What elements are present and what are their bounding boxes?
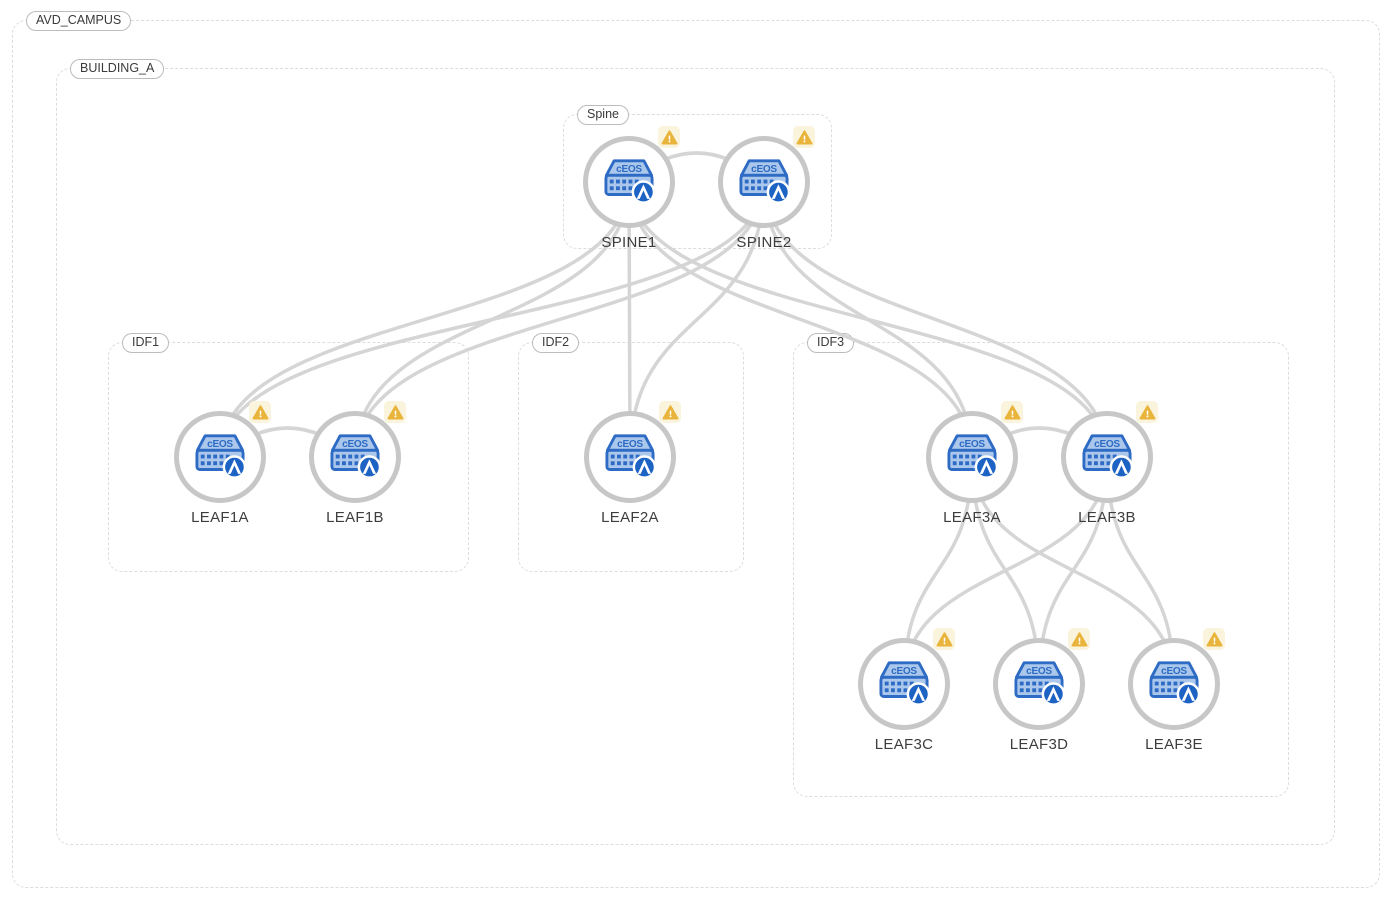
- device-circle[interactable]: cEOS: [926, 411, 1018, 503]
- link-SPINE1-LEAF3A[interactable]: [627, 180, 974, 459]
- group-spine: Spine: [563, 105, 832, 249]
- device-label: LEAF1A: [191, 509, 249, 526]
- warning-icon[interactable]: [793, 126, 815, 148]
- ceos-icon-label: cEOS: [342, 439, 368, 450]
- warning-icon[interactable]: [249, 401, 271, 423]
- warning-icon[interactable]: [1001, 401, 1023, 423]
- switch-ports-icon: [952, 454, 982, 466]
- ceos-switch-icon: cEOS: [879, 661, 931, 706]
- warning-icon[interactable]: [659, 401, 681, 423]
- ceos-switch-icon: cEOS: [1149, 661, 1201, 706]
- warning-icon[interactable]: [1136, 401, 1158, 423]
- link-SPINE2-LEAF1B[interactable]: [353, 180, 766, 459]
- ceos-icon-label: cEOS: [1094, 439, 1120, 450]
- device-circle[interactable]: cEOS: [309, 411, 401, 503]
- link-SPINE2-LEAF3B[interactable]: [762, 180, 1109, 459]
- ceos-icon-label: cEOS: [891, 666, 917, 677]
- arista-logo-icon: [974, 455, 999, 479]
- ceos-icon-label: cEOS: [1026, 666, 1052, 677]
- group-idf3: IDF3: [793, 333, 1289, 797]
- device-circle[interactable]: cEOS: [1128, 638, 1220, 730]
- link-SPINE2-LEAF2A[interactable]: [628, 180, 766, 459]
- arista-logo-icon: [222, 455, 247, 479]
- arista-logo-icon: [632, 455, 657, 479]
- warning-icon[interactable]: [933, 628, 955, 650]
- ceos-switch-icon: cEOS: [195, 434, 247, 479]
- group-idf1: IDF1: [108, 333, 469, 572]
- ceos-switch-icon: cEOS: [604, 159, 656, 204]
- device-label: LEAF3C: [874, 736, 934, 753]
- arista-logo-icon: [1041, 682, 1066, 706]
- device-circle[interactable]: cEOS: [583, 136, 675, 228]
- node-LEAF3C[interactable]: cEOS: [858, 628, 955, 753]
- node-LEAF1A[interactable]: cEOS: [174, 401, 271, 526]
- device-circle[interactable]: cEOS: [1061, 411, 1153, 503]
- ceos-icon-label: cEOS: [751, 164, 777, 175]
- group-avd-campus: AVD_CAMPUS: [12, 11, 1380, 888]
- ceos-icon-label: cEOS: [1161, 666, 1187, 677]
- ceos-icon-label: cEOS: [207, 439, 233, 450]
- device-circle[interactable]: cEOS: [718, 136, 810, 228]
- node-LEAF3E[interactable]: cEOS: [1128, 628, 1225, 753]
- node-LEAF3D[interactable]: cEOS: [993, 628, 1090, 753]
- device-label: LEAF3A: [943, 509, 1001, 526]
- ceos-switch-icon: cEOS: [330, 434, 382, 479]
- arista-logo-icon: [357, 455, 382, 479]
- device-label: SPINE1: [601, 234, 657, 251]
- node-LEAF3B[interactable]: cEOS: [1061, 401, 1158, 526]
- arista-logo-icon: [766, 180, 791, 204]
- warning-icon[interactable]: [384, 401, 406, 423]
- ceos-switch-icon: cEOS: [1014, 661, 1066, 706]
- arista-logo-icon: [631, 180, 656, 204]
- arista-logo-icon: [1109, 455, 1134, 479]
- group-label: IDF1: [122, 333, 170, 353]
- node-LEAF1B[interactable]: cEOS: [309, 401, 406, 526]
- group-label: IDF3: [807, 333, 855, 353]
- device-label: LEAF3D: [1009, 736, 1069, 753]
- ceos-switch-icon: cEOS: [605, 434, 657, 479]
- link-SPINE1-LEAF1A[interactable]: [218, 180, 631, 459]
- ceos-switch-icon: cEOS: [1082, 434, 1134, 479]
- group-label: IDF2: [532, 333, 580, 353]
- device-label: LEAF2A: [601, 509, 659, 526]
- device-label: LEAF3B: [1078, 509, 1136, 526]
- node-SPINE2[interactable]: cEOS: [718, 126, 815, 251]
- group-label: BUILDING_A: [70, 59, 165, 79]
- device-circle[interactable]: cEOS: [993, 638, 1085, 730]
- group-label: Spine: [577, 105, 629, 125]
- warning-icon[interactable]: [1203, 628, 1225, 650]
- ceos-icon-label: cEOS: [616, 164, 642, 175]
- ceos-icon-label: cEOS: [617, 439, 643, 450]
- arista-logo-icon: [1176, 682, 1201, 706]
- node-LEAF2A[interactable]: cEOS: [584, 401, 681, 526]
- group-building-a: BUILDING_A: [56, 59, 1335, 845]
- group-label: AVD_CAMPUS: [26, 11, 132, 31]
- warning-icon[interactable]: [1068, 628, 1090, 650]
- link-SPINE2-LEAF3A[interactable]: [762, 180, 974, 459]
- device-label: SPINE2: [736, 234, 792, 251]
- node-LEAF3A[interactable]: cEOS: [926, 401, 1023, 526]
- link-SPINE1-LEAF2A[interactable]: [627, 180, 632, 459]
- device-circle[interactable]: cEOS: [584, 411, 676, 503]
- ceos-switch-icon: cEOS: [739, 159, 791, 204]
- ceos-switch-icon: cEOS: [947, 434, 999, 479]
- device-label: LEAF3E: [1145, 736, 1203, 753]
- device-circle[interactable]: cEOS: [174, 411, 266, 503]
- device-circle[interactable]: cEOS: [858, 638, 950, 730]
- device-label: LEAF1B: [326, 509, 384, 526]
- node-SPINE1[interactable]: cEOS: [583, 126, 680, 251]
- ceos-icon-label: cEOS: [959, 439, 985, 450]
- warning-icon[interactable]: [658, 126, 680, 148]
- arista-logo-icon: [906, 682, 931, 706]
